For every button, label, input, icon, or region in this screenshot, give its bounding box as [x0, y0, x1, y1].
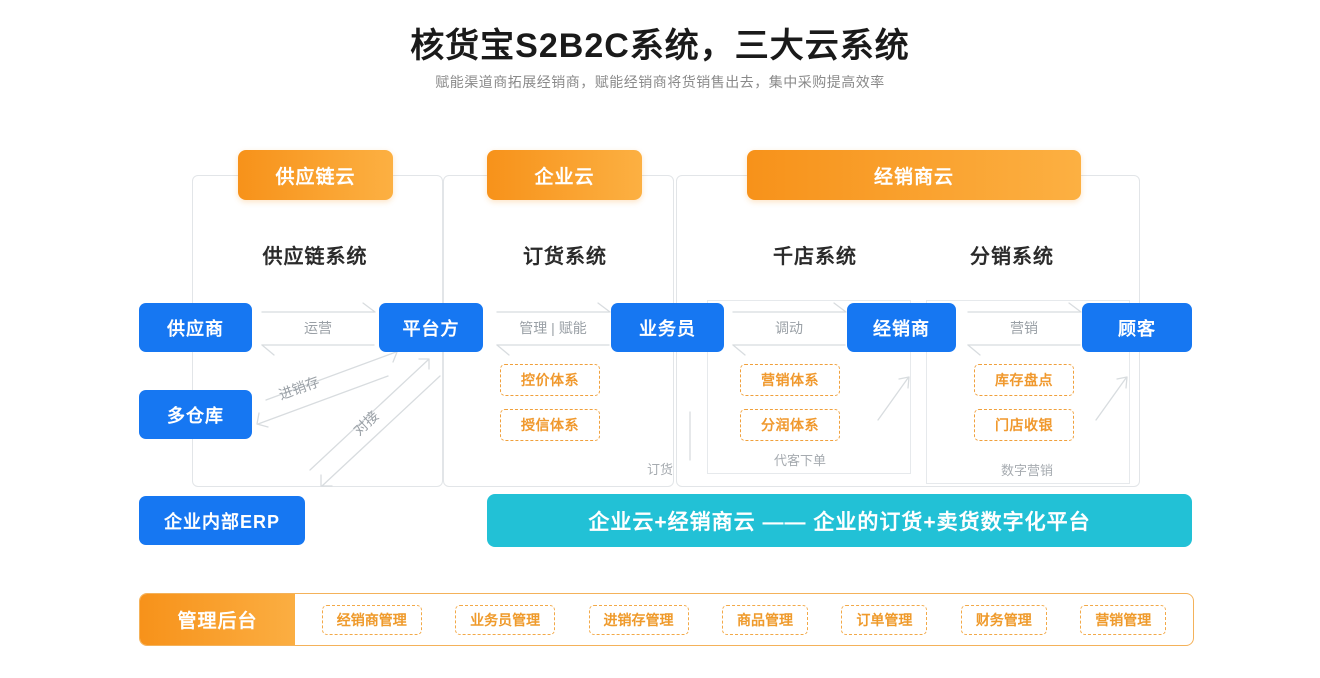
tag-marketing-system[interactable]: 营销体系	[740, 364, 840, 396]
admin-item-order-management[interactable]: 订单管理	[841, 604, 928, 635]
node-label: 顾客	[1118, 318, 1156, 339]
admin-item-finance-management[interactable]: 财务管理	[960, 604, 1047, 635]
distribution-system-inner-box	[926, 300, 1130, 484]
admin-item-label: 财务管理	[975, 611, 1032, 628]
admin-item-marketing-management[interactable]: 营销管理	[1080, 604, 1167, 635]
admin-item-product-management[interactable]: 商品管理	[721, 604, 808, 635]
tag-label: 授信体系	[521, 417, 579, 433]
admin-console-bar: 管理后台 经销商管理 业务员管理 进销存管理 商品管理 订单管理 财务管理 营销…	[139, 593, 1194, 646]
tag-credit-system[interactable]: 授信体系	[500, 409, 600, 441]
cloud-pill-enterprise[interactable]: 企业云	[487, 150, 642, 200]
node-supplier[interactable]: 供应商	[139, 303, 252, 352]
node-label: 业务员	[639, 318, 696, 339]
connector-label-manage-empower: 管理 | 赋能	[519, 320, 587, 336]
node-customer[interactable]: 顾客	[1082, 303, 1192, 352]
platform-banner-label: 企业云+经销商云 —— 企业的订货+卖货数字化平台	[588, 510, 1091, 534]
node-dealer[interactable]: 经销商	[847, 303, 956, 352]
admin-item-label: 商品管理	[736, 611, 793, 628]
connector-label-digital-marketing: 数字营销	[1000, 463, 1053, 478]
tag-price-control[interactable]: 控价体系	[500, 364, 600, 396]
node-salesman[interactable]: 业务员	[611, 303, 724, 352]
admin-item-inventory-management[interactable]: 进销存管理	[588, 604, 689, 635]
connector-label-operate: 运营	[304, 320, 332, 336]
tag-profit-sharing-system[interactable]: 分润体系	[740, 409, 840, 441]
admin-item-label: 订单管理	[856, 611, 913, 628]
tag-label: 营销体系	[761, 372, 819, 388]
cloud-pill-supply-chain[interactable]: 供应链云	[238, 150, 393, 200]
node-platform[interactable]: 平台方	[379, 303, 483, 352]
admin-item-label: 营销管理	[1095, 611, 1152, 628]
tag-label: 门店收银	[995, 417, 1053, 433]
admin-item-dealer-management[interactable]: 经销商管理	[321, 604, 422, 635]
tag-label: 库存盘点	[995, 372, 1053, 388]
cloud-pill-dealer[interactable]: 经销商云	[747, 150, 1081, 200]
node-label: 多仓库	[167, 405, 224, 426]
connector-label-order: 订货	[646, 462, 673, 477]
system-caption-order: 订货系统	[523, 246, 607, 268]
node-label: 平台方	[402, 318, 460, 339]
connector-label-order-for-customer: 代客下单	[773, 453, 826, 468]
system-caption-supply-chain: 供应链系统	[262, 246, 368, 268]
admin-item-label: 经销商管理	[336, 611, 407, 628]
admin-console-label-text: 管理后台	[177, 611, 258, 632]
system-caption-distribution: 分销系统	[970, 246, 1054, 268]
connector-label-marketing: 营销	[1010, 320, 1038, 336]
cloud-pill-label: 企业云	[534, 166, 595, 188]
connector-label-mobilize: 调动	[775, 320, 803, 336]
admin-console-label: 管理后台	[140, 594, 295, 645]
system-caption-store: 千店系统	[773, 246, 857, 268]
platform-banner: 企业云+经销商云 —— 企业的订货+卖货数字化平台	[487, 494, 1192, 547]
cloud-pill-label: 经销商云	[873, 166, 954, 188]
admin-item-salesman-management[interactable]: 业务员管理	[455, 604, 556, 635]
page-title: 核货宝S2B2C系统，三大云系统	[410, 27, 910, 65]
page-subtitle: 赋能渠道商拓展经销商，赋能经销商将货销售出去，集中采购提高效率	[435, 74, 885, 90]
cloud-pill-label: 供应链云	[275, 166, 356, 188]
node-label: 企业内部ERP	[163, 511, 280, 532]
tag-inventory-count[interactable]: 库存盘点	[974, 364, 1074, 396]
tag-label: 分润体系	[761, 417, 819, 433]
tag-label: 控价体系	[521, 372, 579, 388]
admin-item-label: 业务员管理	[470, 611, 541, 628]
admin-item-label: 进销存管理	[603, 611, 674, 628]
admin-console-items: 经销商管理 业务员管理 进销存管理 商品管理 订单管理 财务管理 营销管理	[295, 594, 1193, 645]
store-system-inner-box	[707, 300, 911, 474]
tag-store-cashier[interactable]: 门店收银	[974, 409, 1074, 441]
node-label: 供应商	[167, 318, 224, 339]
node-label: 经销商	[873, 318, 930, 339]
node-internal-erp[interactable]: 企业内部ERP	[139, 496, 305, 545]
node-warehouse[interactable]: 多仓库	[139, 390, 252, 439]
